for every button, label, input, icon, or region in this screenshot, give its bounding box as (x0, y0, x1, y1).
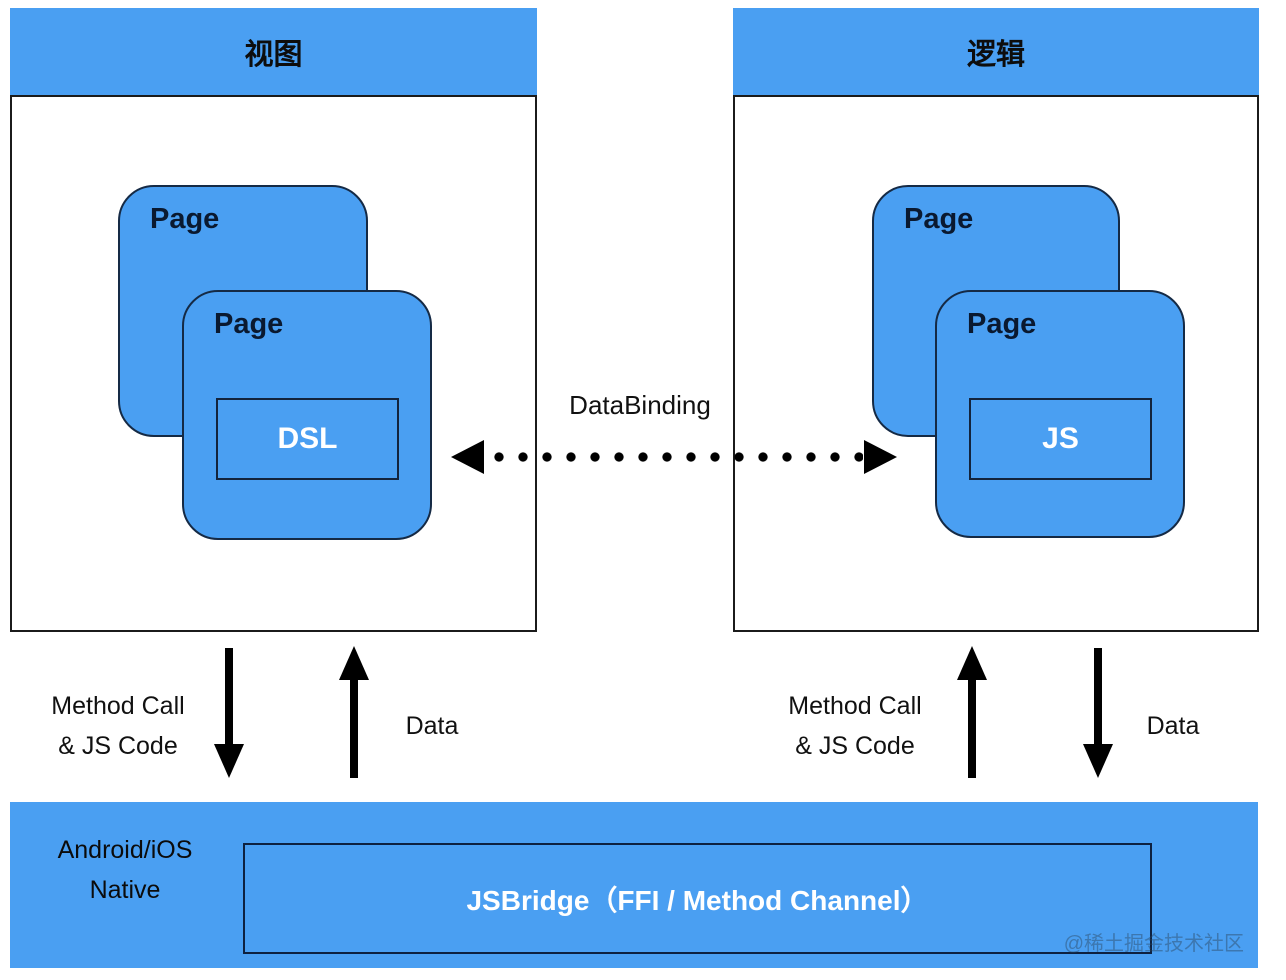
view-data-arrow-shaft (350, 678, 358, 778)
logic-page-back-label: Page (904, 203, 974, 235)
view-panel-title: 视图 (244, 38, 303, 71)
logic-data-arrow-shaft (1094, 648, 1102, 748)
native-label: Android/iOS Native (30, 830, 220, 910)
logic-methodcall-arrow-shaft (968, 678, 976, 778)
watermark: @稀土掘金技术社区 (1063, 933, 1244, 955)
native-bar: Android/iOS Native JSBridge（FFI / Method… (10, 802, 1258, 968)
native-label-line1: Android/iOS (57, 836, 193, 864)
view-methodcall-arrow-down-icon (214, 744, 244, 778)
databinding-label: DataBinding (569, 390, 711, 420)
jsbridge-label: JSBridge（FFI / Method Channel） (466, 884, 929, 916)
logic-methodcall-line2: & JS Code (795, 732, 915, 760)
logic-methodcall-line1: Method Call (788, 692, 922, 720)
logic-methodcall-arrow-up-icon (957, 646, 987, 680)
view-page-front-label: Page (214, 308, 284, 340)
view-panel-header: 视图 (10, 8, 537, 95)
view-page-front: Page DSL (182, 290, 432, 540)
logic-methodcall-label: Method Call & JS Code (765, 686, 945, 766)
js-box-label: JS (1042, 422, 1079, 455)
logic-page-front: Page JS (935, 290, 1185, 538)
dotted-line (485, 452, 863, 462)
logic-data-label: Data (1146, 712, 1200, 740)
dsl-box-label: DSL (277, 422, 338, 455)
native-label-line2: Native (89, 876, 161, 904)
arrowhead-right-icon (864, 440, 897, 474)
databinding-arrow (451, 440, 897, 474)
logic-data-arrow-down-icon (1083, 744, 1113, 778)
view-methodcall-arrow-shaft (225, 648, 233, 748)
view-methodcall-line1: Method Call (51, 692, 185, 720)
logic-panel-header: 逻辑 (733, 8, 1259, 95)
view-data-label: Data (405, 712, 459, 740)
logic-panel-title: 逻辑 (966, 38, 1025, 71)
dsl-box: DSL (216, 398, 399, 480)
arrowhead-left-icon (451, 440, 484, 474)
js-box: JS (969, 398, 1152, 480)
jsbridge-box: JSBridge（FFI / Method Channel） (243, 843, 1152, 954)
view-page-back-label: Page (150, 203, 220, 235)
view-methodcall-label: Method Call & JS Code (28, 686, 208, 766)
logic-page-front-label: Page (967, 308, 1037, 340)
view-data-arrow-up-icon (339, 646, 369, 680)
view-methodcall-line2: & JS Code (58, 732, 178, 760)
